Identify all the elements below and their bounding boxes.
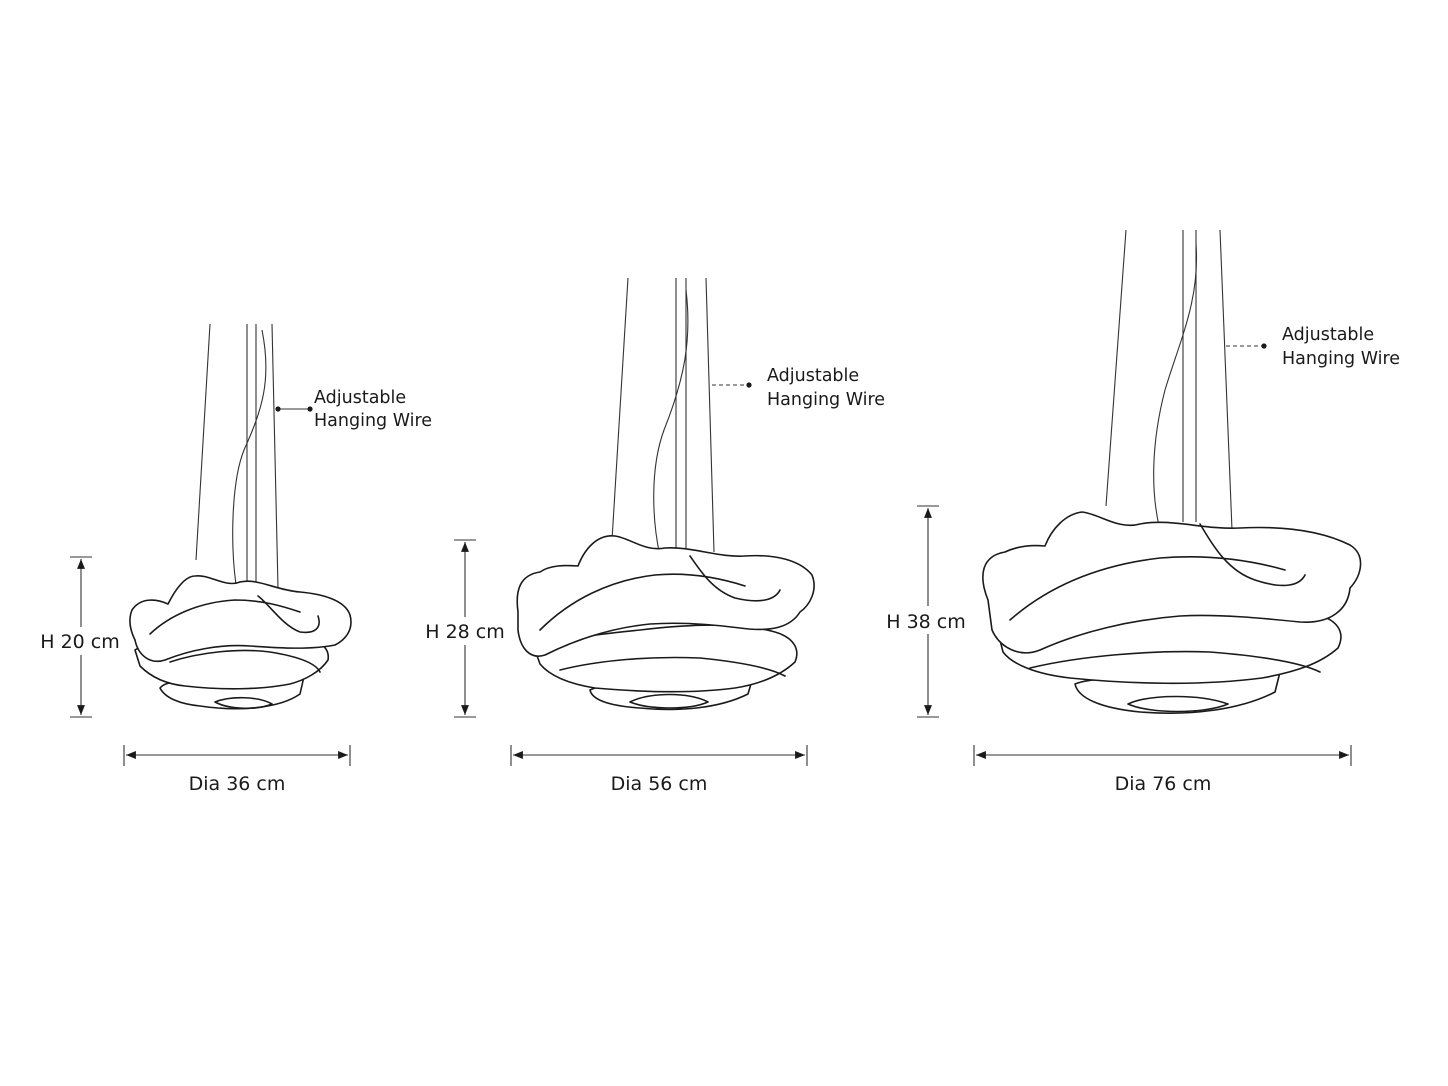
height-label: H 20 cm: [40, 631, 120, 653]
wire-callout: Adjustable Hanging Wire: [275, 388, 432, 431]
wire-label-line2: Hanging Wire: [1282, 349, 1400, 369]
hanging-wires: [611, 277, 715, 557]
height-label: H 38 cm: [886, 611, 966, 633]
diameter-dimension: Dia 76 cm: [973, 745, 1352, 795]
hanging-wires: [1105, 229, 1233, 531]
diameter-dimension: Dia 36 cm: [123, 745, 351, 795]
hanging-wires: [195, 323, 279, 589]
wire-label-line1: Adjustable: [767, 366, 859, 386]
wire-label-line1: Adjustable: [314, 388, 406, 408]
wire-callout: Adjustable Hanging Wire: [712, 366, 885, 410]
wire-callout: Adjustable Hanging Wire: [1226, 325, 1400, 369]
height-label: H 28 cm: [425, 621, 505, 643]
diameter-dimension: Dia 56 cm: [510, 745, 808, 795]
lamp-small: Adjustable Hanging Wire H 20 cm Dia 36 c…: [40, 323, 432, 795]
lamp-shade: [516, 535, 815, 711]
wire-label-line2: Hanging Wire: [314, 411, 432, 431]
height-dimension: H 28 cm: [425, 539, 505, 718]
wire-label-line2: Hanging Wire: [767, 390, 885, 410]
lamp-shade: [129, 575, 352, 710]
diameter-label: Dia 36 cm: [189, 773, 286, 795]
lamp-medium: Adjustable Hanging Wire H 28 cm Dia 56 c…: [425, 277, 885, 795]
diameter-label: Dia 76 cm: [1115, 773, 1212, 795]
diameter-label: Dia 56 cm: [611, 773, 708, 795]
height-dimension: H 38 cm: [886, 505, 966, 718]
height-dimension: H 20 cm: [40, 556, 120, 718]
lamp-large: Adjustable Hanging Wire H 38 cm Dia 76 c…: [886, 229, 1400, 795]
wire-label-line1: Adjustable: [1282, 325, 1374, 345]
lamp-shade: [982, 511, 1362, 714]
